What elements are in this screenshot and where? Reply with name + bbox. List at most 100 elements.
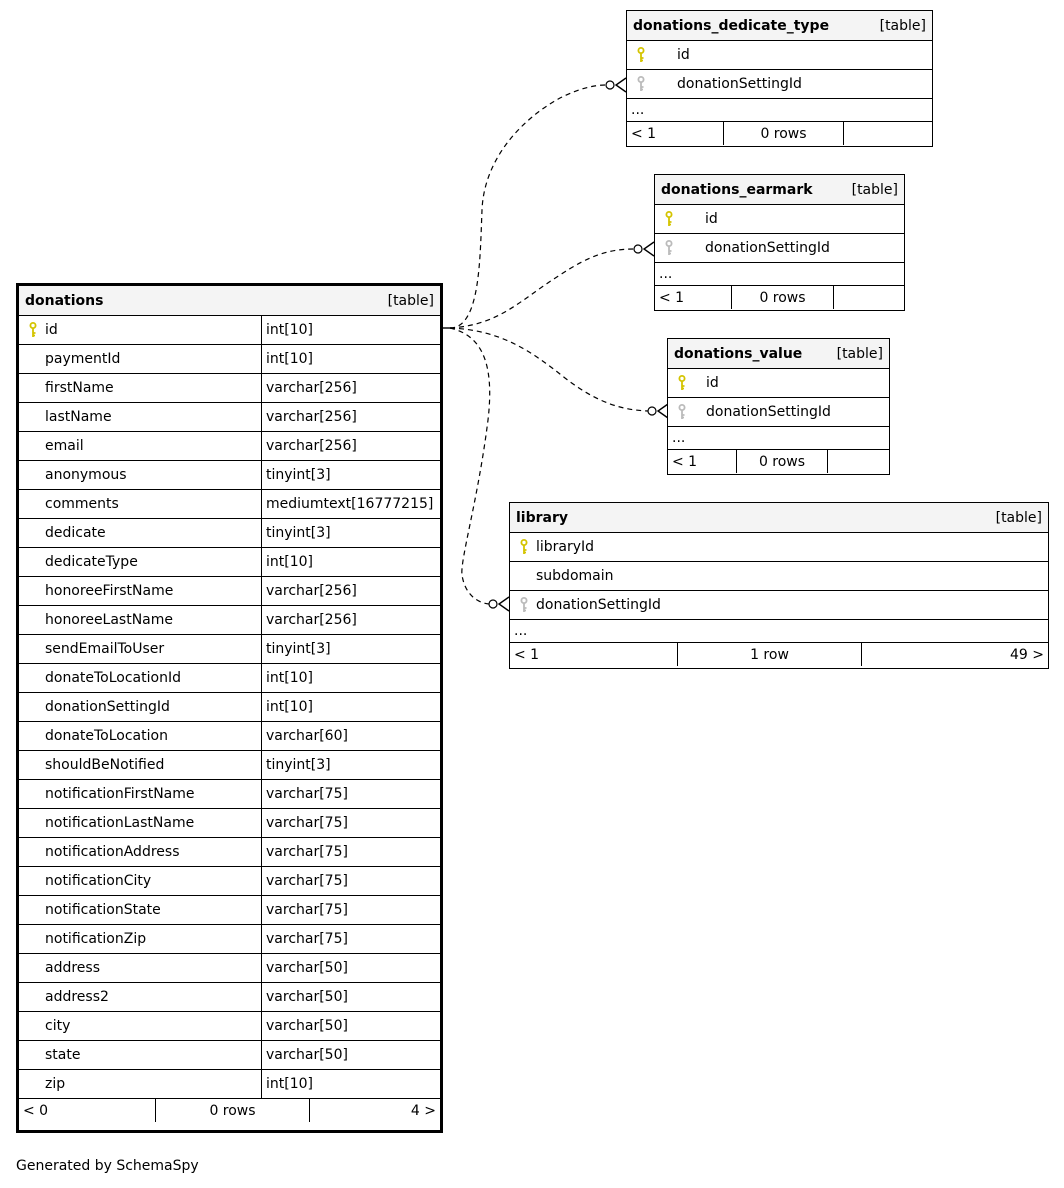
- foreign-key-icon: [672, 404, 692, 420]
- column-name: honoreeLastName: [45, 612, 174, 628]
- column-type: varchar[256]: [261, 374, 440, 402]
- link-to-donations_dedicate_type: [449, 84, 607, 329]
- table-row[interactable]: libraryId: [510, 532, 1048, 561]
- column-name: city: [45, 1018, 71, 1034]
- column-name: state: [45, 1047, 81, 1063]
- column-type: varchar[50]: [261, 954, 440, 982]
- column-name: id: [706, 375, 719, 391]
- column-name: comments: [45, 496, 119, 512]
- column-name: shouldBeNotified: [45, 757, 165, 773]
- table-kind: [table]: [836, 345, 883, 362]
- table-name: library: [516, 509, 569, 526]
- table-row[interactable]: honoreeFirstName varchar[256]: [19, 576, 440, 605]
- column-name: libraryId: [536, 539, 595, 555]
- footer-children[interactable]: [844, 122, 932, 145]
- primary-key-icon: [659, 211, 679, 227]
- table-row[interactable]: lastName varchar[256]: [19, 402, 440, 431]
- column-name: donationSettingId: [536, 597, 661, 613]
- table-header: donations_earmark [table]: [655, 175, 904, 204]
- footer-parents[interactable]: < 1: [659, 289, 685, 306]
- table-row[interactable]: honoreeLastName varchar[256]: [19, 605, 440, 634]
- column-name: notificationCity: [45, 873, 152, 889]
- column-name: paymentId: [45, 351, 121, 367]
- table-name: donations_value: [674, 345, 803, 362]
- table-row[interactable]: donationSettingId: [668, 397, 889, 426]
- column-type: varchar[256]: [261, 577, 440, 605]
- more-columns: ...: [627, 98, 932, 121]
- footer-parents[interactable]: < 1: [631, 125, 657, 142]
- column-name: sendEmailToUser: [45, 641, 165, 657]
- column-name: lastName: [45, 409, 112, 425]
- footer-parents[interactable]: < 1: [672, 453, 698, 470]
- footer-children[interactable]: 4 >: [410, 1102, 436, 1119]
- table-donations_value[interactable]: donations_value [table] id donationSettin…: [667, 338, 890, 475]
- footer-children[interactable]: [834, 286, 904, 309]
- table-row[interactable]: donationSettingId: [627, 69, 932, 98]
- footer-children[interactable]: 49 >: [1010, 646, 1044, 663]
- table-row[interactable]: paymentId int[10]: [19, 344, 440, 373]
- footer-parents[interactable]: < 0: [23, 1102, 49, 1119]
- column-type: varchar[256]: [261, 606, 440, 634]
- column-name: notificationZip: [45, 931, 147, 947]
- table-kind: [table]: [879, 17, 926, 34]
- column-type: int[10]: [261, 1070, 440, 1098]
- column-type: varchar[256]: [261, 403, 440, 431]
- column-type: varchar[75]: [261, 925, 440, 953]
- column-type: varchar[75]: [261, 867, 440, 895]
- table-row[interactable]: firstName varchar[256]: [19, 373, 440, 402]
- table-footer: < 1 0 rows: [627, 121, 932, 145]
- table-row[interactable]: id: [668, 368, 889, 397]
- link-to-library: [449, 327, 491, 605]
- table-row[interactable]: id: [627, 40, 932, 69]
- table-row[interactable]: notificationZip varchar[75]: [19, 924, 440, 953]
- table-row[interactable]: subdomain: [510, 561, 1048, 590]
- table-row[interactable]: donationSettingId: [510, 590, 1048, 619]
- column-name: address2: [45, 989, 109, 1005]
- footer-children[interactable]: [828, 450, 889, 473]
- table-row[interactable]: notificationCity varchar[75]: [19, 866, 440, 895]
- table-row[interactable]: id: [655, 204, 904, 233]
- column-name: id: [45, 322, 58, 338]
- table-footer: < 1 0 rows: [668, 449, 889, 473]
- column-name: donateToLocationId: [45, 670, 181, 686]
- column-name: firstName: [45, 380, 114, 396]
- table-header: donations_value [table]: [668, 339, 889, 368]
- table-kind: [table]: [387, 292, 434, 309]
- table-row[interactable]: notificationFirstName varchar[75]: [19, 779, 440, 808]
- column-type: int[10]: [261, 345, 440, 373]
- column-name: dedicateType: [45, 554, 138, 570]
- footer-parents[interactable]: < 1: [514, 646, 540, 663]
- table-kind: [table]: [851, 181, 898, 198]
- column-name: notificationLastName: [45, 815, 195, 831]
- primary-key-icon: [23, 322, 43, 338]
- table-row[interactable]: dedicateType int[10]: [19, 547, 440, 576]
- column-type: varchar[75]: [261, 780, 440, 808]
- column-name: notificationFirstName: [45, 786, 195, 802]
- column-name: honoreeFirstName: [45, 583, 174, 599]
- column-type: int[10]: [261, 548, 440, 576]
- table-row[interactable]: donationSettingId: [655, 233, 904, 262]
